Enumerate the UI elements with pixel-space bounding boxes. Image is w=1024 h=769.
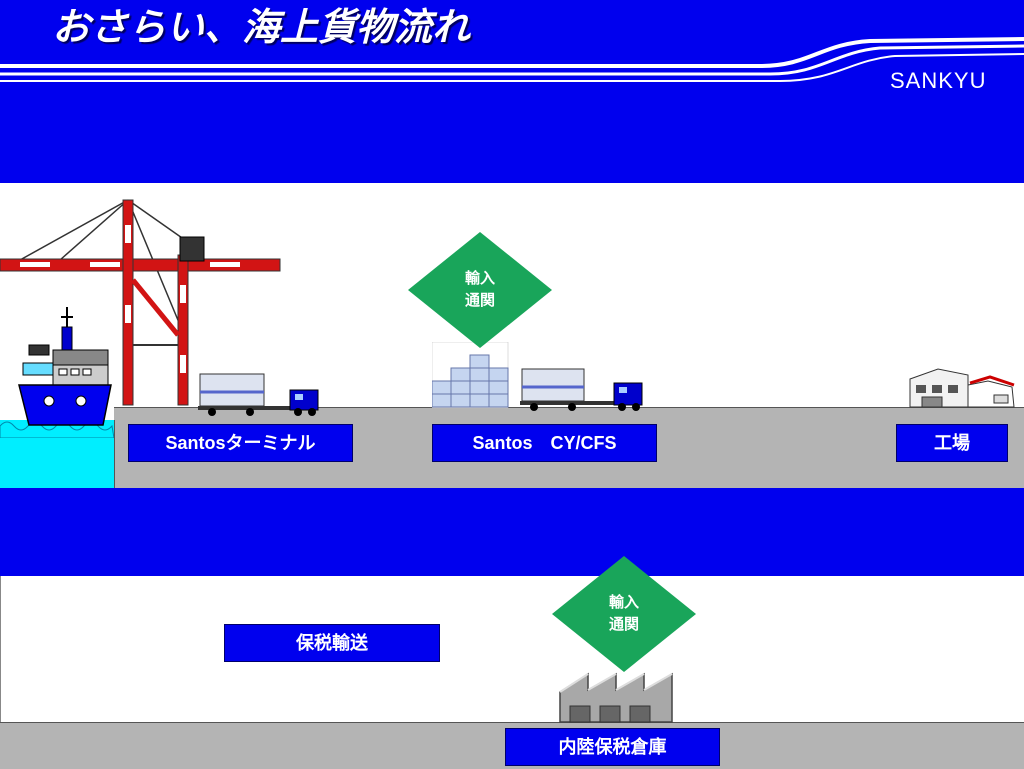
customs-badge-top-line2: 通関 [464,291,495,309]
customs-badge-bottom [552,556,696,672]
header-swoosh [0,37,1024,82]
cargo-ship-icon [18,307,112,426]
header-band [0,0,1024,183]
customs-badge-bottom-line1: 輸入 [608,593,639,611]
brand-logo: SANKYU [890,68,987,93]
label-santos-terminal: Santosターミナル [128,424,353,462]
middle-band [0,488,1024,576]
container-crane-icon [0,199,281,406]
page-title: おさらい、海上貨物流れ [52,5,471,49]
customs-badge-top [408,232,552,348]
customs-badge-top-text: 輸入 通関 [440,267,520,311]
customs-badge-bottom-text: 輸入 通関 [584,591,664,635]
inland-scene [0,576,1024,722]
label-santos-cycfs: Santos CY/CFS [432,424,657,462]
customs-badge-top-line1: 輸入 [464,269,495,287]
factory-building-icon [909,368,1015,408]
container-truck-icon [198,373,319,416]
customs-badge-bottom-line2: 通関 [608,615,639,633]
label-bonded-transport: 保税輸送 [224,624,440,662]
label-inland-bonded-warehouse: 内陸保税倉庫 [505,728,720,766]
container-truck-icon [520,368,643,411]
warehouse-icon [559,672,673,723]
container-stack-icon [432,342,509,409]
label-factory: 工場 [896,424,1008,462]
